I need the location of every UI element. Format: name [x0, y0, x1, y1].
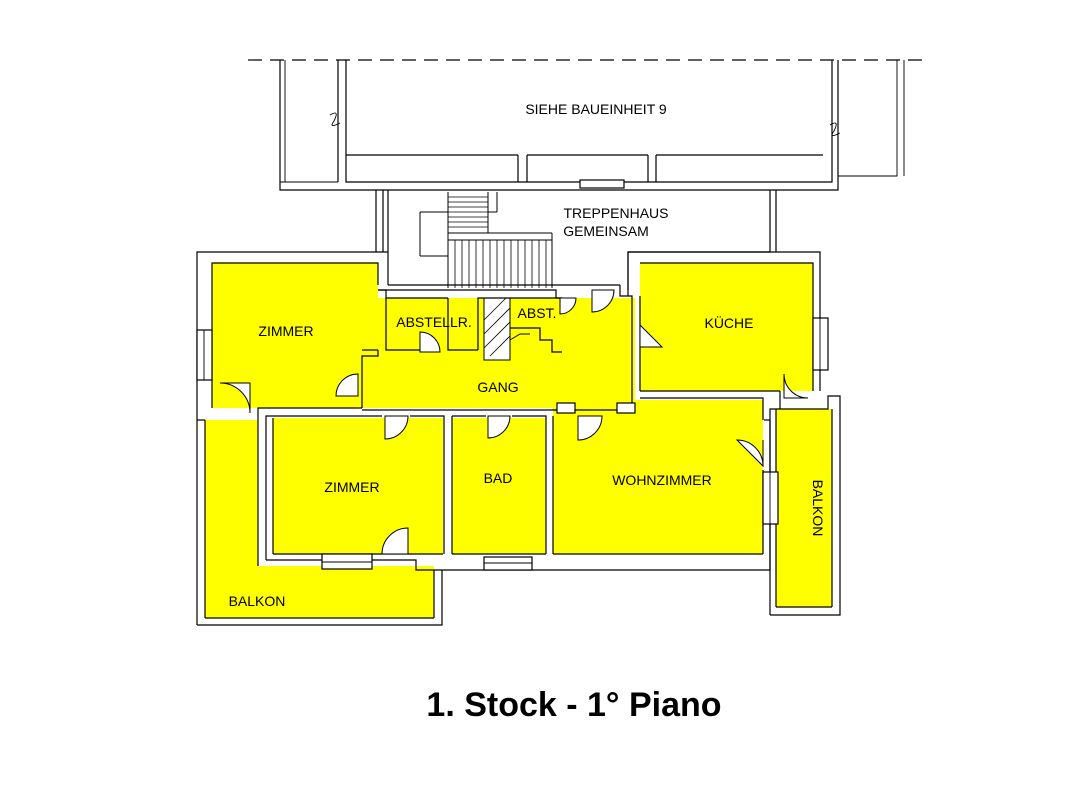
- door-zimmer-1: [219, 382, 251, 414]
- door-abstellraum: [419, 331, 441, 353]
- label-gang: GANG: [477, 379, 518, 395]
- label-gemeinsam: GEMEINSAM: [563, 223, 649, 239]
- label-zimmer-1: ZIMMER: [258, 323, 313, 339]
- baueinheit-9-block: [279, 60, 905, 191]
- label-balkon-1: BALKON: [229, 593, 286, 609]
- door-bad: [487, 415, 511, 439]
- label-abstellraum: ABSTELLR.: [396, 314, 471, 330]
- door-wohnzimmer-balkon: [735, 439, 764, 468]
- label-siehe-baueinheit: SIEHE BAUEINHEIT 9: [525, 101, 667, 117]
- label-wohnzimmer: WOHNZIMMER: [612, 472, 712, 488]
- kueche-fill: [640, 263, 813, 391]
- label-bad: BAD: [484, 470, 513, 486]
- door-zimmer-2-balkon: [381, 527, 409, 555]
- door-kueche: [639, 323, 664, 348]
- gang-fill-2: [560, 298, 635, 410]
- balkon-1-fill: [205, 420, 434, 618]
- label-abst: ABST.: [518, 305, 557, 321]
- door-abst: [559, 297, 577, 315]
- room-fills: [205, 263, 832, 618]
- zimmer-2-fill: [273, 418, 443, 554]
- floor-title: 1. Stock - 1° Piano: [426, 686, 722, 724]
- door-zimmer-2: [384, 415, 409, 440]
- room-labels: SIEHE BAUEINHEIT 9 TREPPENHAUS GEMEINSAM…: [229, 101, 826, 609]
- balkon-2-fill: [776, 409, 832, 607]
- doors: [219, 289, 809, 555]
- bad-fill: [452, 418, 546, 554]
- apartment-walls: [196, 251, 841, 626]
- door-gang-west: [335, 373, 359, 397]
- label-balkon-2: BALKON: [810, 480, 826, 537]
- label-zimmer-2: ZIMMER: [324, 479, 379, 495]
- treppenhaus-core: [375, 190, 777, 290]
- label-treppenhaus: TREPPENHAUS: [563, 205, 668, 221]
- door-stairwell: [591, 289, 615, 313]
- door-kueche-balkon: [783, 373, 809, 399]
- label-kueche: KÜCHE: [704, 314, 753, 331]
- door-wohnzimmer: [577, 415, 603, 441]
